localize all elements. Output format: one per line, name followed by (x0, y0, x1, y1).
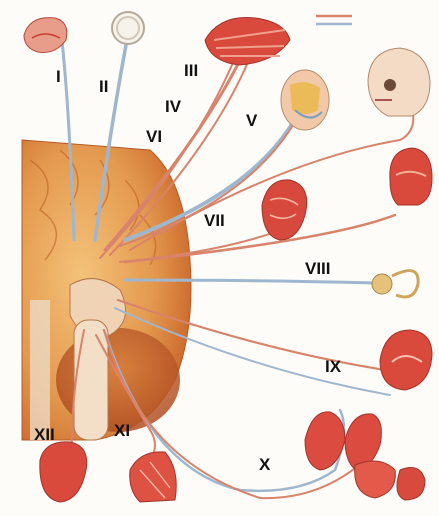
inner-ear-illustration (372, 271, 418, 297)
face-sensory-illustration (281, 70, 329, 130)
nerve-label-XI: XI (114, 422, 130, 439)
brain-base (22, 140, 191, 440)
neck-muscles-illustration (130, 452, 177, 502)
eye-illustration (112, 12, 144, 44)
eye-muscles-illustration (205, 17, 290, 65)
nerve-label-III: III (184, 62, 198, 79)
legend (316, 16, 352, 24)
nerve-label-IV: IV (165, 98, 181, 115)
nerve-label-X: X (259, 456, 270, 473)
tongue-illustration (40, 442, 87, 502)
nerve-label-I: I (56, 68, 61, 85)
nerve-label-VI: VI (146, 128, 162, 145)
face-muscles-illustration (262, 180, 307, 240)
nerve-label-V: V (246, 112, 257, 129)
skull-illustration (368, 48, 430, 116)
nose-illustration (24, 18, 67, 53)
nerve-label-II: II (99, 78, 108, 95)
brainstem (74, 320, 108, 440)
nerve-label-XII: XII (34, 426, 55, 443)
nerve-label-IX: IX (325, 358, 341, 375)
nerve-label-VII: VII (204, 212, 225, 229)
throat-illustration (380, 330, 432, 390)
head-section-illustration (390, 148, 432, 205)
nerve-label-VIII: VIII (305, 260, 331, 277)
